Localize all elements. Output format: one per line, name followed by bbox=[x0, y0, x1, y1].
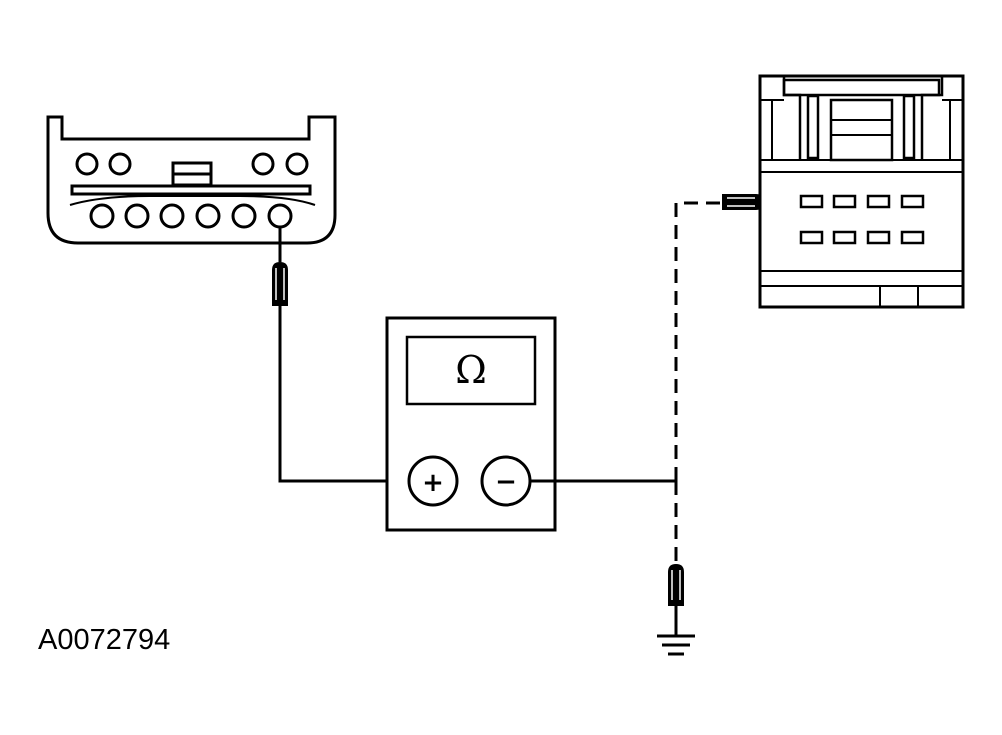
negative-terminal-label: − bbox=[495, 467, 517, 497]
positive-terminal-label: + bbox=[422, 468, 444, 498]
meter-display-symbol: Ω bbox=[455, 348, 487, 392]
alternate-lead-dashed bbox=[674, 201, 735, 566]
positive-lead bbox=[278, 306, 410, 483]
ohmmeter-icon bbox=[385, 316, 557, 532]
figure-id: A0072794 bbox=[38, 624, 171, 656]
connector-a-icon bbox=[46, 115, 337, 245]
probe-icon bbox=[272, 227, 288, 306]
probe-icon bbox=[668, 564, 684, 606]
connector-b-icon bbox=[758, 74, 965, 309]
ground-symbol-icon bbox=[657, 606, 695, 656]
